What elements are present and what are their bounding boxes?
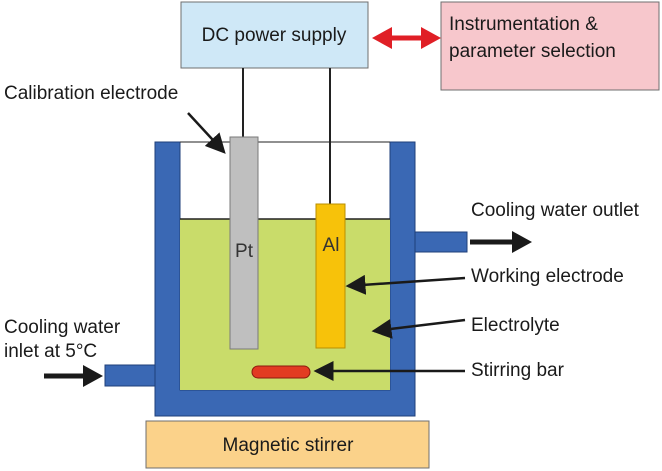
communication-double-arrow <box>372 27 441 49</box>
cooling-inlet-arrow <box>44 365 103 387</box>
calibration-electrode-arrow <box>187 112 226 154</box>
cooling-water-outlet-label: Cooling water outlet <box>471 200 640 221</box>
working-electrode-label: Working electrode <box>471 266 624 287</box>
stirring-bar-label: Stirring bar <box>471 360 565 381</box>
electrolyte-arrow <box>371 318 466 339</box>
electrolyte <box>180 219 390 390</box>
stirring-bar <box>251 365 311 379</box>
cooling-outlet-arrow <box>470 231 532 253</box>
instrumentation-label-line1: Instrumentation & <box>449 14 598 35</box>
cooling-inlet-label-line1: Cooling water <box>4 317 121 338</box>
electrolyte-label: Electrolyte <box>471 315 560 336</box>
instrumentation-label-line2: parameter selection <box>449 41 616 62</box>
working-electrode-arrow <box>345 274 466 295</box>
dc-power-supply-label: DC power supply <box>202 25 347 46</box>
cooling-inlet-label-line2: inlet at 5°C <box>4 341 97 362</box>
al-electrode: Al <box>315 203 346 349</box>
al-label: Al <box>323 235 340 256</box>
cooling-inlet-pipe <box>104 364 156 387</box>
cooling-outlet-pipe <box>414 231 468 253</box>
pt-label: Pt <box>235 241 254 262</box>
magnetic-stirrer-label: Magnetic stirrer <box>223 435 355 456</box>
instrumentation-box: Instrumentation & parameter selection <box>440 1 660 91</box>
dc-power-supply-box: DC power supply <box>180 1 369 69</box>
pt-electrode: Pt <box>229 136 259 350</box>
calibration-electrode-label: Calibration electrode <box>4 83 178 104</box>
magnetic-stirrer-box: Magnetic stirrer <box>145 420 430 469</box>
